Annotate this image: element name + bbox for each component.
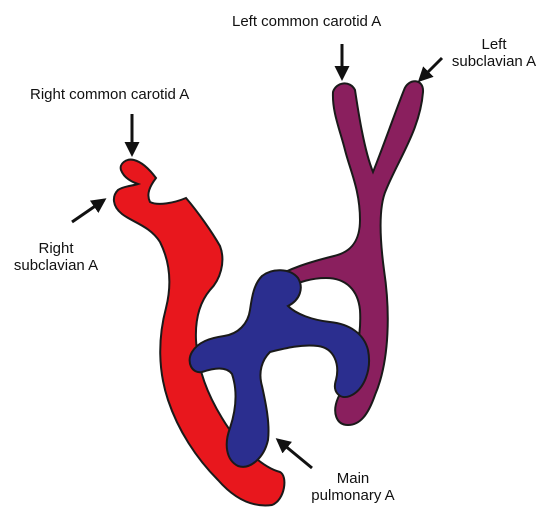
label-main-pulmonary-line2: pulmonary A xyxy=(305,487,401,504)
label-right-subclavian-line1: Right xyxy=(6,240,106,257)
label-left-common-carotid: Left common carotid A xyxy=(232,13,381,30)
arrow-left-subclavian xyxy=(420,58,442,80)
label-right-subclavian-line2: subclavian A xyxy=(6,257,106,274)
label-main-pulmonary: Main pulmonary A xyxy=(305,470,401,504)
label-left-subclavian-line2: subclavian A xyxy=(446,53,542,70)
label-right-subclavian: Right subclavian A xyxy=(6,240,106,274)
label-left-subclavian: Left subclavian A xyxy=(446,36,542,70)
arrow-main-pulmonary xyxy=(278,440,312,468)
label-left-subclavian-line1: Left xyxy=(446,36,542,53)
label-main-pulmonary-line1: Main xyxy=(305,470,401,487)
label-right-common-carotid: Right common carotid A xyxy=(30,86,189,103)
arrow-right-subclavian xyxy=(72,200,104,222)
